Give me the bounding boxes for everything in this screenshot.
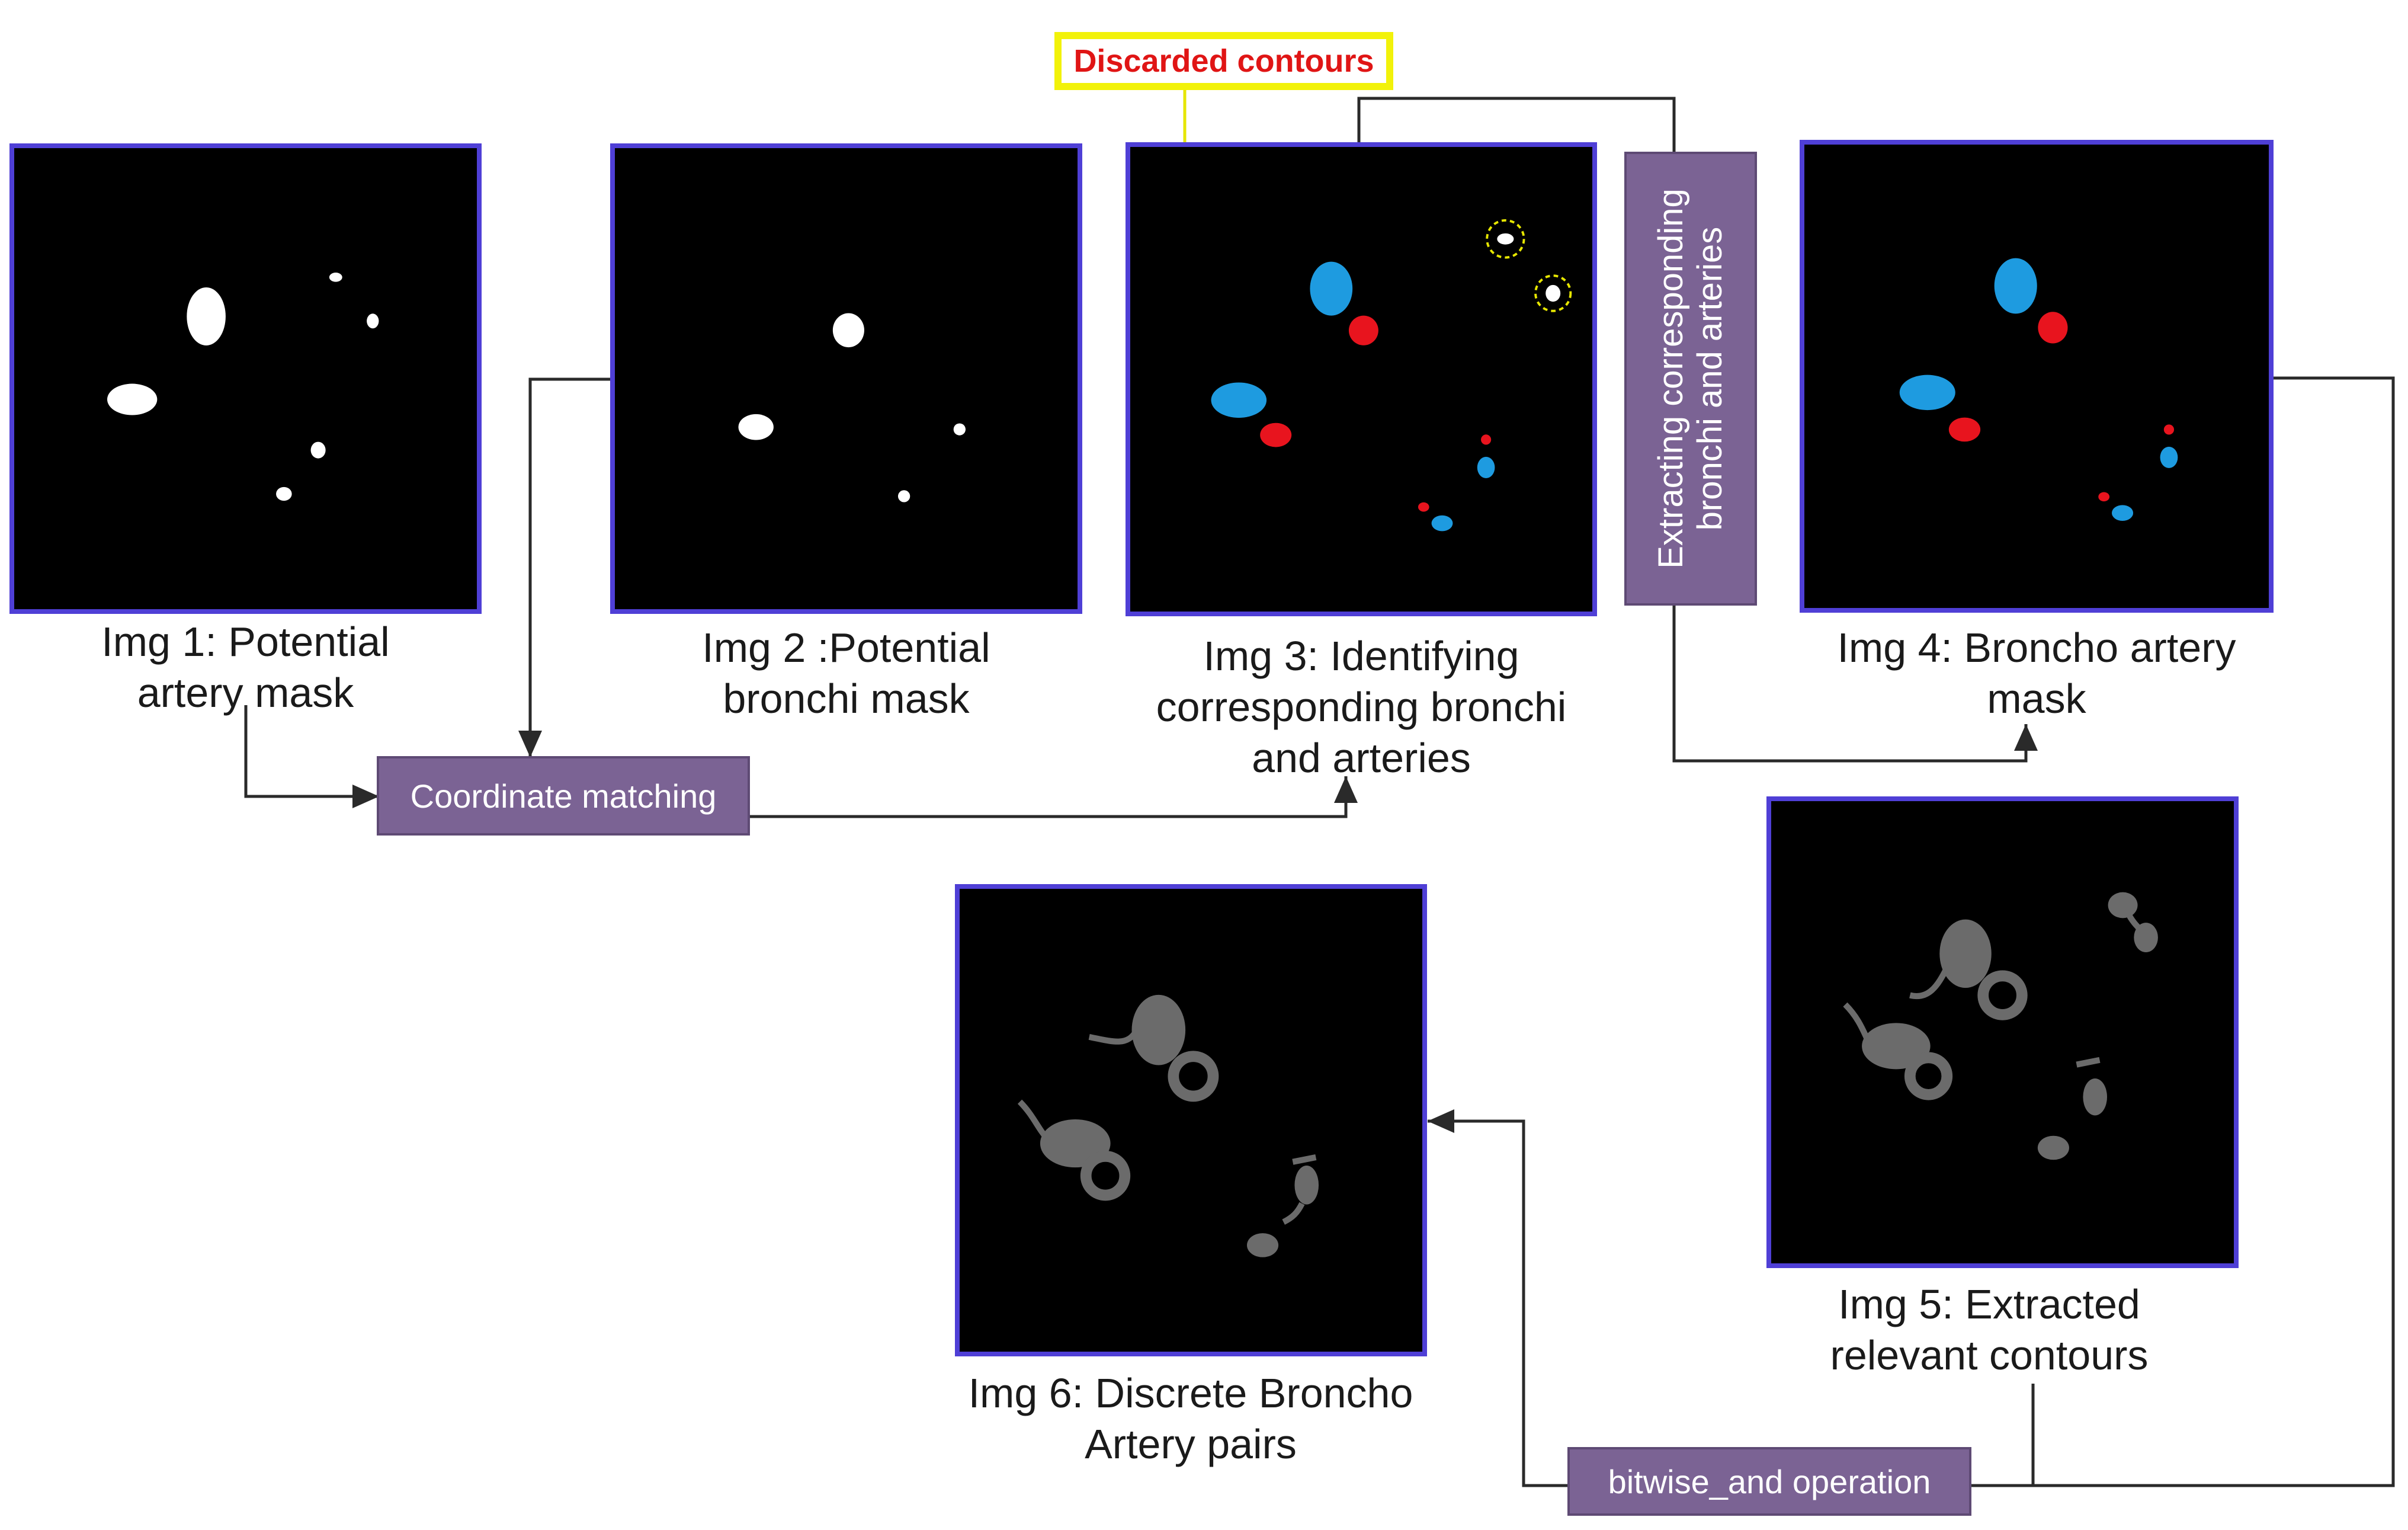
caption-img6-line2: Artery pairs (1085, 1421, 1297, 1467)
broncho-artery-mask-image (1899, 258, 2178, 521)
caption-img2-line1: Img 2 :Potential (702, 625, 990, 671)
extracting-pairs-line1: Extracting corresponding (1652, 188, 1690, 569)
caption-img2-line2: bronchi mask (723, 676, 970, 722)
extracting-pairs-box: Extracting corresponding bronchi and art… (1624, 152, 1757, 606)
connector-bitwise-to-img6 (1428, 1109, 1569, 1487)
caption-img6: Img 6: Discrete Broncho Artery pairs (924, 1368, 1457, 1470)
connector-extracting-to-img4 (1672, 606, 2038, 763)
panel-img1 (9, 143, 482, 614)
bitwise-and-box: bitwise_and operation (1567, 1447, 1971, 1516)
caption-img3: Img 3: Identifying corresponding bronchi… (1102, 630, 1621, 783)
caption-img4-line1: Img 4: Broncho artery (1837, 625, 2236, 671)
caption-img4: Img 4: Broncho artery mask (1777, 622, 2296, 724)
caption-img1: Img 1: Potential artery mask (9, 616, 482, 718)
coordinate-matching-label: Coordinate matching (410, 777, 717, 815)
coordinate-matching-box: Coordinate matching (377, 756, 750, 836)
panel-img6 (955, 884, 1427, 1356)
identified-pairs-image (1211, 219, 1572, 532)
discrete-pairs-image (1017, 994, 1319, 1257)
connector-img5-to-bitwise (1971, 1384, 2035, 1487)
artery-mask-image (107, 273, 379, 501)
panel-img3 (1126, 142, 1597, 616)
bitwise-and-label: bitwise_and operation (1608, 1462, 1931, 1500)
caption-img1-line1: Img 1: Potential (101, 619, 390, 665)
connector-matching-to-img3 (748, 776, 1358, 818)
panel-img5 (1766, 796, 2239, 1268)
connector-img1-to-matching (244, 705, 379, 808)
caption-img2: Img 2 :Potential bronchi mask (610, 622, 1082, 724)
caption-img1-line2: artery mask (137, 670, 354, 716)
panel-img2 (610, 143, 1082, 614)
bronchi-mask-image (738, 313, 966, 502)
extracted-contours-image (1843, 892, 2158, 1160)
connector-img2-to-matching (518, 377, 610, 757)
connector-img3-to-extracting (1357, 97, 1676, 152)
discarded-contours-text: Discarded contours (1073, 43, 1374, 79)
caption-img6-line1: Img 6: Discrete Broncho (968, 1370, 1413, 1416)
connector-img4-to-bitwise (1971, 376, 2395, 1487)
caption-img3-line1: Img 3: Identifying (1203, 633, 1519, 679)
extracting-pairs-line2: bronchi and arteries (1691, 226, 1729, 531)
extracting-pairs-text: Extracting corresponding bronchi and art… (1652, 188, 1730, 569)
caption-img5-line1: Img 5: Extracted (1838, 1281, 2140, 1327)
discarded-contours-label: Discarded contours (1054, 32, 1393, 90)
caption-img5-line2: relevant contours (1830, 1332, 2149, 1378)
panel-img4 (1800, 140, 2274, 613)
caption-img5: Img 5: Extracted relevant contours (1764, 1279, 2214, 1381)
caption-img3-line3: and arteries (1252, 735, 1471, 781)
caption-img3-line2: corresponding bronchi (1156, 684, 1567, 730)
caption-img4-line2: mask (1987, 676, 2086, 722)
